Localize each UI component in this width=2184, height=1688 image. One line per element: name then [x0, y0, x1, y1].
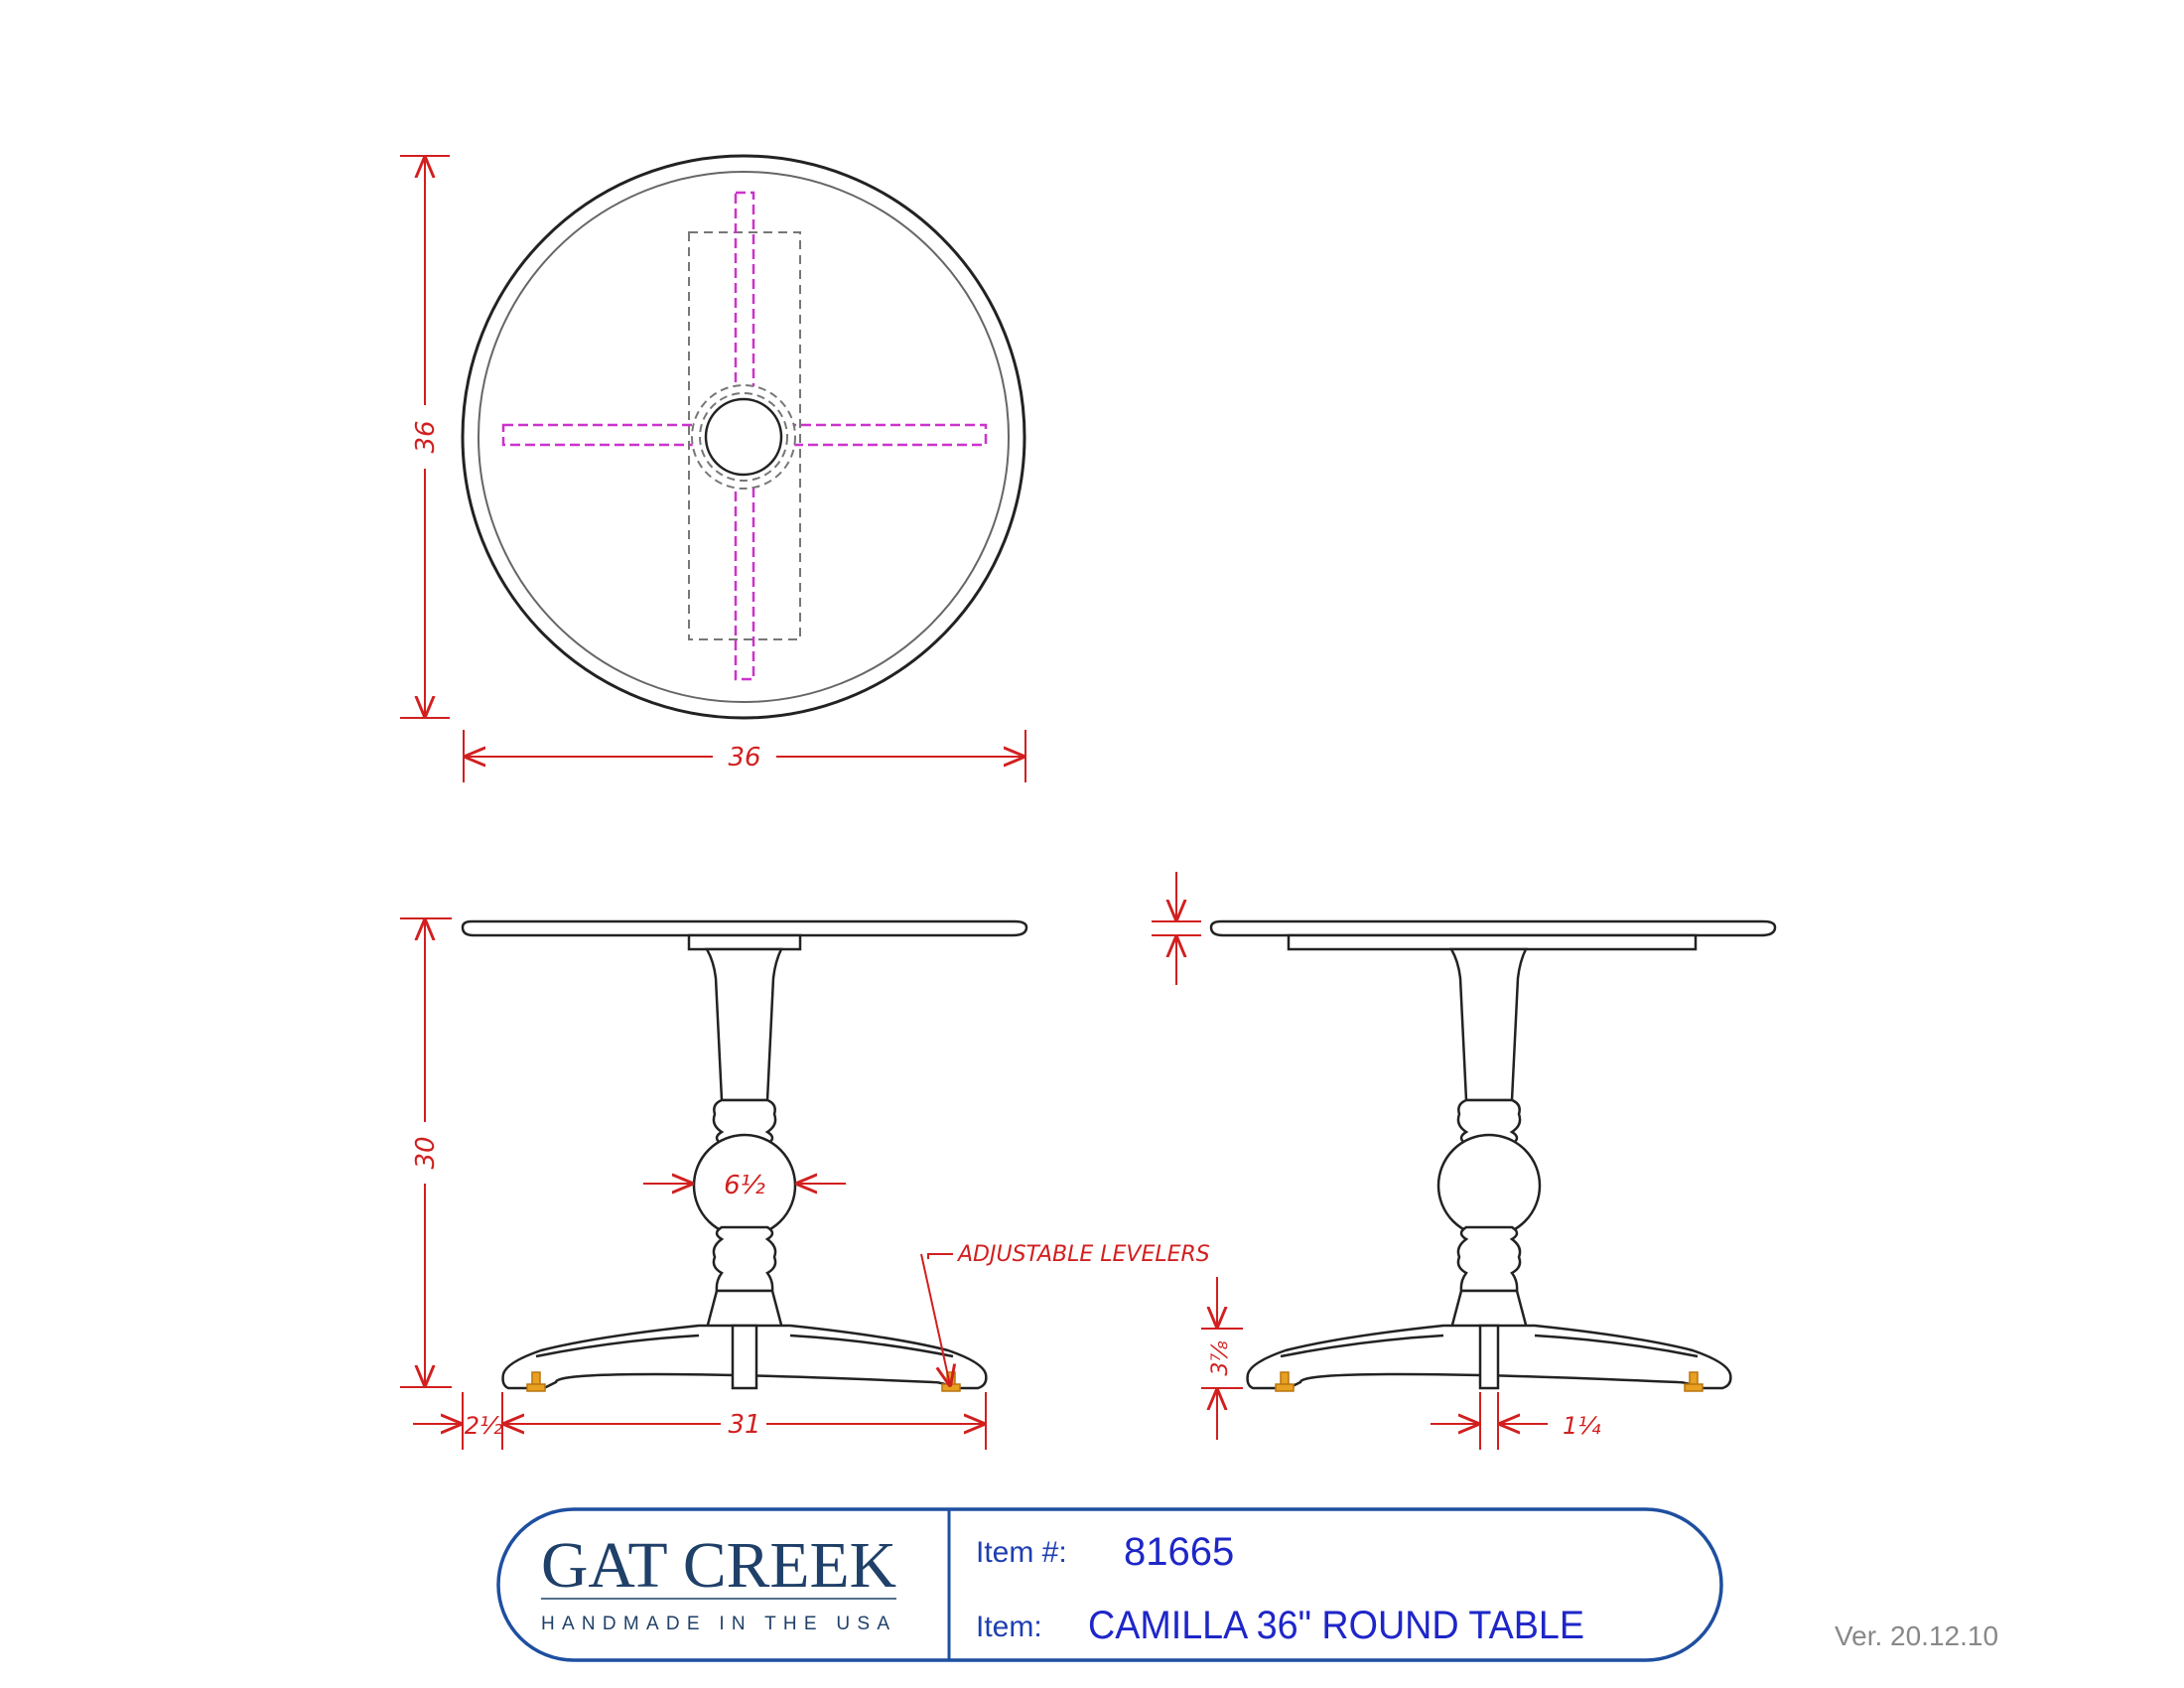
front-center-post — [731, 1324, 758, 1390]
dim-post-width-text: 1¼ — [1563, 1412, 1601, 1440]
pedestal-hidden-mid — [699, 392, 788, 482]
dim-top-thickness — [1152, 872, 1201, 985]
brand-tagline: HANDMADE IN THE USA — [541, 1614, 896, 1634]
side-view — [1209, 919, 1777, 1392]
tabletop-inner-circle — [478, 171, 1010, 703]
side-base-top-line — [1280, 1334, 1699, 1358]
dim-top-width: 36 — [463, 730, 1026, 782]
item-number-value: 81665 — [1124, 1530, 1234, 1574]
side-dimensions: 3⅞ 1¼ — [1152, 872, 1601, 1450]
front-view — [461, 919, 1028, 1392]
side-tabletop — [1209, 919, 1777, 937]
dim-top-width-text: 36 — [728, 743, 760, 773]
top-view: 36 36 — [400, 154, 1026, 782]
front-base-top-line — [535, 1334, 954, 1358]
brand-logo-wordmark: GAT CREEK — [541, 1529, 896, 1602]
front-tabletop — [461, 919, 1028, 937]
callout-levelers: ADJUSTABLE LEVELERS — [920, 1242, 1210, 1385]
side-column — [1448, 947, 1529, 1102]
side-apron — [1287, 933, 1698, 951]
item-number-label: Item #: — [976, 1536, 1067, 1569]
dim-base-span: 31 — [504, 1392, 987, 1450]
front-column — [704, 947, 784, 1102]
side-leveler-right — [1684, 1371, 1704, 1392]
front-column-foot — [705, 1289, 784, 1331]
dim-post-width: 1¼ — [1431, 1392, 1601, 1450]
dim-foot-offset: 2½ — [413, 1392, 503, 1450]
side-leveler-left — [1275, 1371, 1295, 1392]
dim-ball: 6½ — [643, 1171, 846, 1200]
side-ball — [1436, 1133, 1542, 1238]
title-block: GAT CREEK HANDMADE IN THE USA Item #: 81… — [496, 1507, 1723, 1662]
dim-base-span-text: 31 — [728, 1410, 760, 1440]
dim-foot-height-text: 3⅞ — [1208, 1340, 1233, 1375]
callout-levelers-text: ADJUSTABLE LEVELERS — [956, 1242, 1210, 1267]
item-name-value: CAMILLA 36" ROUND TABLE — [1088, 1604, 1584, 1647]
side-lower-ring — [1456, 1225, 1522, 1293]
title-block-frame — [496, 1507, 1723, 1662]
dim-foot-offset-text: 2½ — [465, 1412, 503, 1440]
dim-top-height: 36 — [400, 155, 450, 719]
front-leveler-left — [526, 1371, 546, 1392]
dim-foot-height: 3⅞ — [1201, 1277, 1243, 1440]
dim-ball-text: 6½ — [724, 1171, 765, 1200]
dim-front-height-text: 30 — [411, 1136, 441, 1169]
item-label: Item: — [976, 1611, 1042, 1643]
side-center-post — [1478, 1324, 1500, 1390]
dim-front-height: 30 — [400, 917, 452, 1388]
hidden-apron-rect — [688, 231, 801, 640]
pedestal-top-circle — [704, 397, 783, 477]
side-column-foot — [1449, 1289, 1529, 1331]
version-label: Ver. 20.12.10 — [1835, 1620, 1998, 1651]
front-lower-ring — [712, 1225, 777, 1293]
front-dimensions: 30 6½ ADJUSTABLE LEVELERS 2½ 31 — [400, 917, 1210, 1450]
front-apron — [687, 933, 802, 951]
dim-top-height-text: 36 — [411, 420, 441, 453]
tabletop-outer-circle — [461, 154, 1026, 720]
